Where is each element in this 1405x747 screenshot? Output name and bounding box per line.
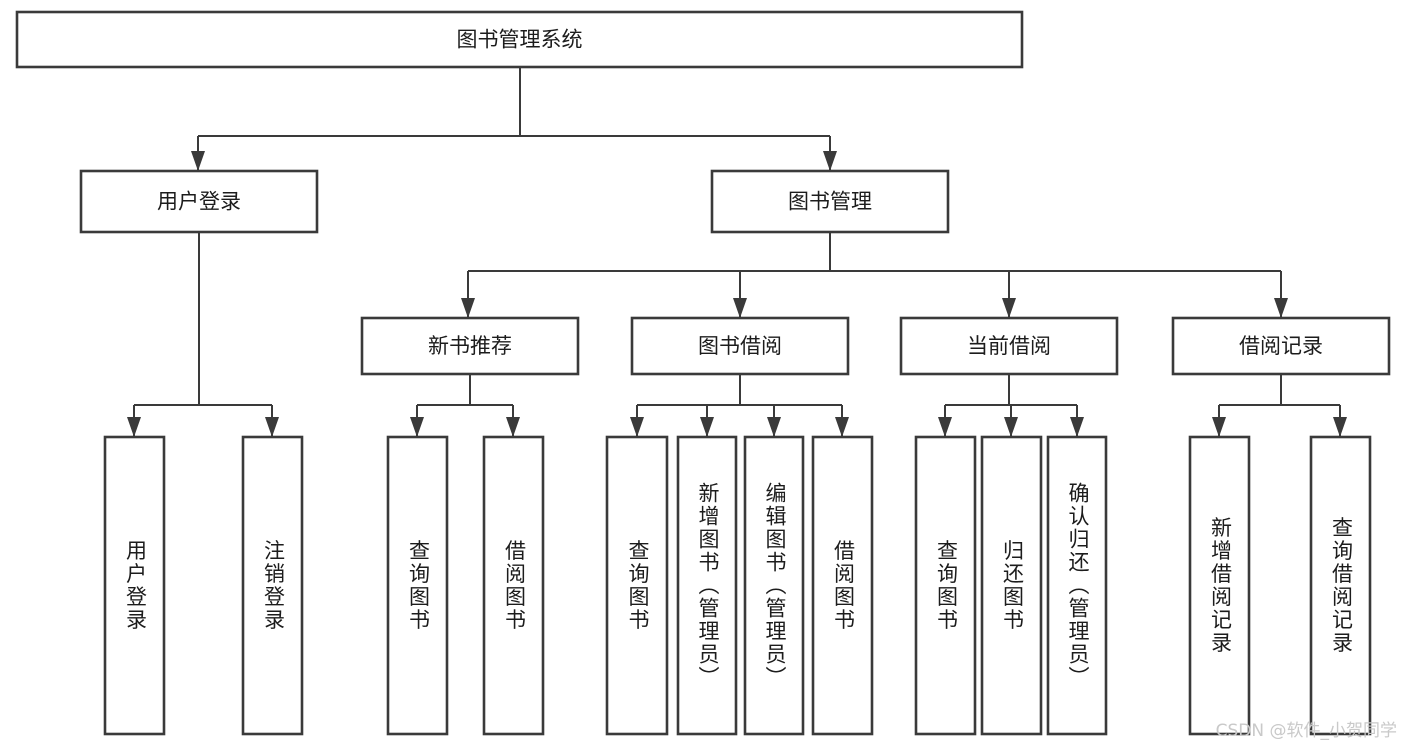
node-root[interactable]: 图书管理系统 — [15, 10, 1024, 69]
node-layer: 图书管理系统用户登录图书管理新书推荐图书借阅当前借阅借阅记录用户登录注销登录查询… — [15, 10, 1391, 736]
node-label-leaf-user-logout: 注销登录 — [262, 540, 286, 632]
node-label-leaf-confirm-return-admin: 确认归还（管理员） — [1066, 482, 1090, 689]
node-leaf-user-login[interactable]: 用户登录 — [103, 435, 166, 736]
node-leaf-borrow-book-2[interactable]: 借阅图书 — [811, 435, 874, 736]
arrow-head-icon — [1004, 417, 1018, 437]
node-label-leaf-borrow-book-2: 借阅图书 — [832, 540, 856, 632]
arrow-head-icon — [767, 417, 781, 437]
node-box-book-borrow — [630, 316, 850, 376]
node-box-root — [15, 10, 1024, 69]
node-box-leaf-query-book-2 — [605, 435, 669, 736]
arrow-head-icon — [127, 417, 141, 437]
node-label-leaf-edit-book-admin: 编辑图书（管理员） — [763, 482, 787, 689]
node-book-borrow[interactable]: 图书借阅 — [630, 316, 850, 376]
node-label-new-book-recommend: 新书推荐 — [428, 334, 512, 358]
node-user-login[interactable]: 用户登录 — [79, 169, 319, 234]
node-label-leaf-add-book-admin: 新增图书（管理员） — [696, 482, 720, 689]
node-new-book-recommend[interactable]: 新书推荐 — [360, 316, 580, 376]
node-box-leaf-confirm-return-admin — [1046, 435, 1108, 736]
node-book-manage[interactable]: 图书管理 — [710, 169, 950, 234]
node-box-leaf-add-borrow-record — [1188, 435, 1251, 736]
node-label-leaf-borrow-book-1: 借阅图书 — [503, 540, 527, 632]
node-leaf-return-book[interactable]: 归还图书 — [980, 435, 1043, 736]
csdn-watermark: CSDN @软件_小贺同学 — [1215, 721, 1397, 741]
node-box-borrow-record — [1171, 316, 1391, 376]
node-box-book-manage — [710, 169, 950, 234]
arrow-head-icon — [733, 298, 747, 318]
node-leaf-user-logout[interactable]: 注销登录 — [241, 435, 304, 736]
arrow-head-icon — [410, 417, 424, 437]
node-label-root: 图书管理系统 — [457, 28, 583, 52]
node-box-current-borrow — [899, 316, 1119, 376]
node-label-leaf-query-book-3: 查询图书 — [935, 540, 959, 632]
node-label-leaf-return-book: 归还图书 — [1001, 540, 1025, 632]
arrow-head-icon — [1333, 417, 1347, 437]
arrow-head-icon — [1070, 417, 1084, 437]
arrow-head-icon — [191, 151, 205, 171]
arrow-head-icon — [506, 417, 520, 437]
arrow-head-icon — [1002, 298, 1016, 318]
node-leaf-add-book-admin[interactable]: 新增图书（管理员） — [676, 435, 738, 736]
node-label-user-login: 用户登录 — [157, 190, 241, 214]
node-label-current-borrow: 当前借阅 — [967, 334, 1051, 358]
node-leaf-query-borrow-record[interactable]: 查询借阅记录 — [1309, 435, 1372, 736]
node-box-leaf-add-book-admin — [676, 435, 738, 736]
node-box-leaf-borrow-book-2 — [811, 435, 874, 736]
connector-layer — [127, 67, 1347, 437]
node-label-borrow-record: 借阅记录 — [1239, 334, 1323, 358]
node-label-leaf-query-book-2: 查询图书 — [626, 540, 650, 632]
arrow-head-icon — [835, 417, 849, 437]
node-box-user-login — [79, 169, 319, 234]
node-leaf-query-book-3[interactable]: 查询图书 — [914, 435, 977, 736]
arrow-head-icon — [1212, 417, 1226, 437]
arrow-head-icon — [700, 417, 714, 437]
node-leaf-edit-book-admin[interactable]: 编辑图书（管理员） — [743, 435, 805, 736]
node-borrow-record[interactable]: 借阅记录 — [1171, 316, 1391, 376]
node-leaf-confirm-return-admin[interactable]: 确认归还（管理员） — [1046, 435, 1108, 736]
node-label-leaf-query-borrow-record: 查询借阅记录 — [1330, 517, 1354, 655]
node-label-book-borrow: 图书借阅 — [698, 334, 782, 358]
node-leaf-query-book-1[interactable]: 查询图书 — [386, 435, 449, 736]
node-box-leaf-edit-book-admin — [743, 435, 805, 736]
node-label-leaf-query-book-1: 查询图书 — [407, 540, 431, 632]
node-box-leaf-query-borrow-record — [1309, 435, 1372, 736]
node-box-leaf-user-logout — [241, 435, 304, 736]
node-box-leaf-user-login — [103, 435, 166, 736]
node-box-leaf-borrow-book-1 — [482, 435, 545, 736]
node-label-leaf-user-login: 用户登录 — [124, 540, 148, 632]
arrow-head-icon — [461, 298, 475, 318]
node-leaf-query-book-2[interactable]: 查询图书 — [605, 435, 669, 736]
node-current-borrow[interactable]: 当前借阅 — [899, 316, 1119, 376]
arrow-head-icon — [1274, 298, 1288, 318]
arrow-head-icon — [938, 417, 952, 437]
node-box-leaf-query-book-3 — [914, 435, 977, 736]
node-box-leaf-return-book — [980, 435, 1043, 736]
node-leaf-add-borrow-record[interactable]: 新增借阅记录 — [1188, 435, 1251, 736]
node-box-leaf-query-book-1 — [386, 435, 449, 736]
node-label-book-manage: 图书管理 — [788, 190, 872, 214]
node-box-new-book-recommend — [360, 316, 580, 376]
node-leaf-borrow-book-1[interactable]: 借阅图书 — [482, 435, 545, 736]
node-label-leaf-add-borrow-record: 新增借阅记录 — [1209, 517, 1233, 655]
arrow-head-icon — [630, 417, 644, 437]
arrow-head-icon — [265, 417, 279, 437]
arrow-head-icon — [823, 151, 837, 171]
